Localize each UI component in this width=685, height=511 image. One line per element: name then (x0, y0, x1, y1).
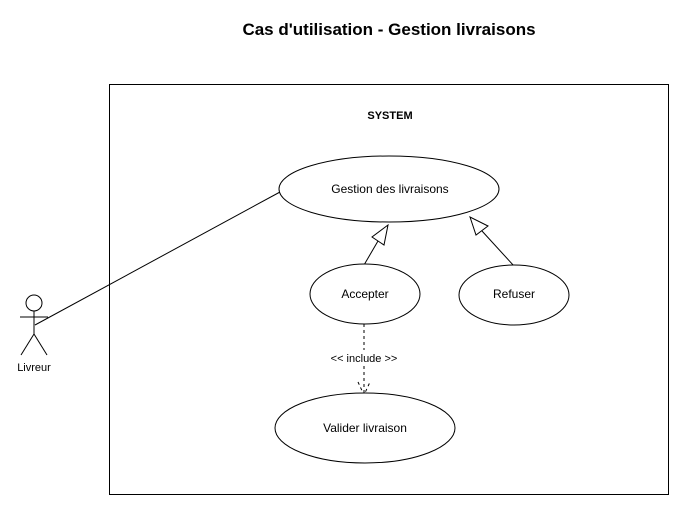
actor-label: Livreur (17, 362, 51, 374)
use-case-valider-livraison (274, 392, 456, 464)
diagram-title: Cas d'utilisation - Gestion livraisons (242, 20, 535, 39)
use-case-gestion-des-livraisons (278, 155, 500, 223)
include-label-bg (324, 350, 404, 366)
actor-livreur (20, 294, 48, 356)
association-line (34, 191, 281, 326)
actor-right-leg (33, 333, 48, 356)
generalization-refuser-line (481, 230, 515, 267)
actor-head (25, 294, 43, 312)
system-label: SYSTEM (367, 110, 412, 122)
actor-left-leg (20, 333, 35, 356)
generalization-refuser-arrowhead (469, 216, 489, 236)
generalization-accepter-line (363, 240, 379, 266)
include-label: << include >> (331, 353, 398, 365)
generalization-accepter-arrowhead (371, 223, 389, 246)
use-case-refuser (458, 264, 570, 326)
use-case-accepter-label: Accepter (341, 287, 388, 301)
use-case-gestion-label: Gestion des livraisons (331, 182, 448, 196)
use-case-refuser-label: Refuser (493, 287, 535, 301)
use-case-valider-label: Valider livraison (323, 421, 407, 435)
use-case-accepter (309, 263, 421, 325)
